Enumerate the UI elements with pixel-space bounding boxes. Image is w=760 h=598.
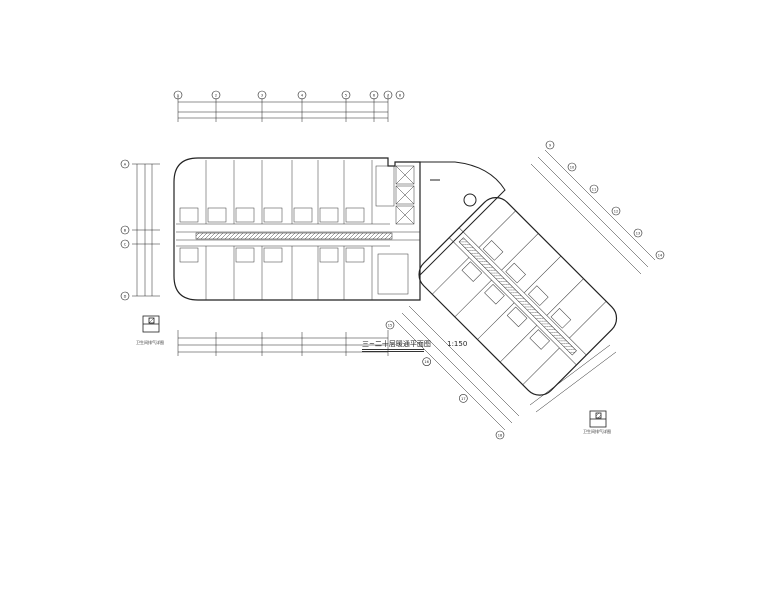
detail-symbol-left — [142, 315, 160, 333]
top-axis-3-circle — [257, 90, 267, 100]
top-axis-5-circle — [341, 90, 351, 100]
top-axis-8-label: 8 — [399, 94, 401, 98]
left-wing-inner — [176, 160, 420, 300]
diag-bottom-axis-18-label: 18 — [498, 434, 502, 438]
top-axis-6-circle — [369, 90, 379, 100]
diag-top-axis-14-circle — [655, 250, 665, 260]
top-axis-7-label: 7 — [387, 94, 389, 98]
diag-bottom-axis-15-label: 15 — [388, 324, 392, 328]
diag-bottom-axis-16-circle — [422, 357, 431, 366]
detail-symbol-right — [589, 410, 607, 428]
top-axis-2-circle — [211, 90, 221, 100]
diag-top-axis-11-circle — [589, 184, 599, 194]
diag-top-axis-10-circle — [567, 162, 577, 172]
top-dimension-lines — [177, 95, 389, 122]
left-wing-outline — [173, 157, 421, 301]
left-axis-C-label: C — [124, 243, 127, 247]
detail-label-left: 卫生间排气详图 — [136, 340, 164, 345]
detail-label-right: 卫生间排气详图 — [583, 429, 611, 434]
top-axis-2-label: 2 — [215, 94, 217, 98]
diag-top-axis-13-label: 13 — [636, 232, 640, 236]
diag-top-axis-12-circle — [611, 206, 621, 216]
diag-bottom-axis-16-label: 16 — [424, 360, 428, 364]
top-axis-1-circle — [173, 90, 183, 100]
diag-bottom-axis-17-label: 17 — [461, 397, 465, 401]
diag-top-axis-14-label: 14 — [658, 254, 663, 258]
diag-top-axis-12-label: 12 — [614, 210, 618, 214]
diag-top-axis-11-label: 11 — [592, 188, 596, 192]
left-axis-D-label: D — [124, 295, 127, 299]
top-axis-6-label: 6 — [373, 94, 375, 98]
left-axis-A-circle — [120, 159, 130, 169]
diag-bottom-axis-18-circle — [495, 430, 505, 440]
left-axis-B-circle — [120, 225, 130, 235]
diag-top-axis-9-label: 9 — [549, 144, 551, 148]
title-underline-thin — [362, 351, 424, 352]
diag-top-axis-9-circle — [545, 140, 555, 150]
top-axis-4-label: 4 — [301, 94, 304, 98]
diagonal-axis-bubbles-top: 9 10 11 12 13 14 — [545, 140, 665, 260]
diag-top-axis-10-label: 10 — [570, 166, 574, 170]
diagonal-dimension-lower-right — [529, 344, 617, 413]
drawing-title-block: 三~二十层暖通平面图 1:150 — [362, 339, 467, 349]
lobby-outline — [419, 161, 506, 276]
diagonal-dimension-bottom — [394, 305, 520, 431]
top-axis-4-circle — [297, 90, 307, 100]
diag-bottom-axis-15-circle — [385, 320, 395, 330]
top-axis-1-label: 1 — [177, 94, 179, 98]
corridor-duct — [195, 232, 393, 240]
top-axis-7-circle — [383, 90, 393, 100]
left-dimension-lines — [132, 163, 160, 297]
top-axis-8-circle — [395, 90, 405, 100]
diag-bottom-axis-17-circle — [459, 394, 468, 403]
diagonal-dimension-top — [530, 149, 656, 275]
bottom-dimension-lines — [177, 330, 389, 356]
left-axis-B-label: B — [124, 229, 127, 233]
right-wing — [418, 197, 618, 396]
left-axis-D-circle — [120, 291, 130, 301]
top-axis-bubbles: 1 2 3 4 5 6 7 8 — [173, 90, 405, 100]
left-axis-bubbles: A B C D — [120, 159, 130, 301]
drawing-title: 三~二十层暖通平面图 — [362, 340, 431, 348]
drawing-scale: 1:150 — [447, 340, 468, 348]
left-axis-A-label: A — [124, 163, 127, 167]
top-axis-5-label: 5 — [345, 94, 347, 98]
left-axis-C-circle — [120, 239, 130, 249]
diag-top-axis-13-circle — [633, 228, 643, 238]
diagonal-axis-bubbles-bottom: 15 16 17 18 — [385, 320, 505, 440]
title-underline — [362, 349, 424, 350]
top-axis-3-label: 3 — [261, 94, 263, 98]
